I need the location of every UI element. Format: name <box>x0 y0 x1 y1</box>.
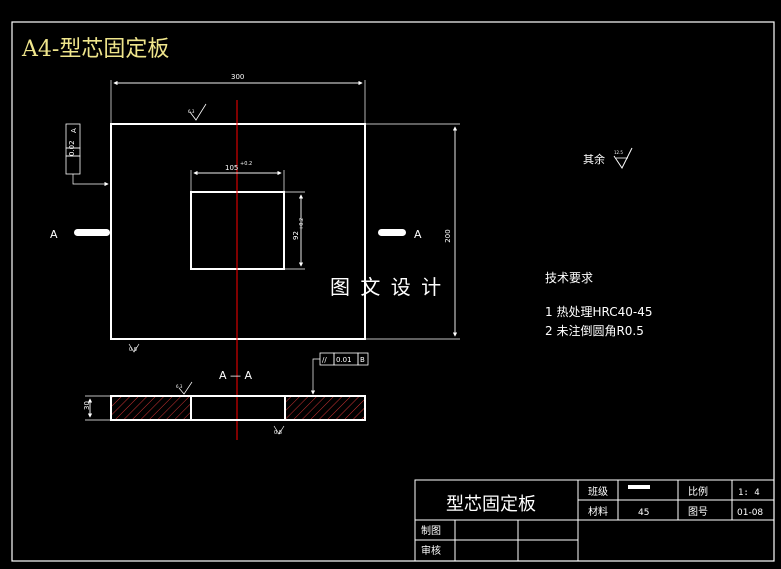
rest-finish-label: 其余 <box>583 152 605 166</box>
hole-width-dimension: 105 +0.2 <box>190 161 285 192</box>
svg-text:0.8: 0.8 <box>274 430 282 436</box>
drawing-no-label: 图号 <box>688 506 708 518</box>
part-name: 型芯固定板 <box>446 494 536 515</box>
roughness-bottom-icon: 0.8 <box>128 343 140 353</box>
checked-label: 审核 <box>421 544 441 557</box>
requirements-heading: 技术要求 <box>545 271 593 285</box>
hole-height-dimension: 92 +0.2 <box>284 191 305 270</box>
section-right-label: A <box>414 228 422 241</box>
hole-height-value: 92 <box>292 231 300 240</box>
svg-text:6.3: 6.3 <box>176 384 183 389</box>
material-label: 材料 <box>588 505 608 518</box>
perpendicularity-value: 0.02 <box>68 140 76 156</box>
watermark-text: 图 文 设 计 <box>330 275 443 299</box>
roughness-section-bottom-icon: 0.8 <box>273 425 285 436</box>
drawing-no-value: 01-08 <box>737 508 763 518</box>
section-view-label: A — A <box>219 369 253 382</box>
technical-requirements: 技术要求 1 热处理HRC40-45 2 未注倒圆角R0.5 <box>545 271 652 338</box>
perpendicularity-frame: A 0.02 <box>65 123 109 187</box>
svg-text:12.5: 12.5 <box>614 150 623 155</box>
section-mark-right: A <box>378 228 422 241</box>
width-dimension: 300 <box>110 73 366 124</box>
plate-outline <box>110 123 366 340</box>
section-view <box>110 395 366 421</box>
parallelism-value: 0.01 <box>336 356 352 364</box>
title-block: 型芯固定板 班级 比例 1: 4 材料 45 图号 01-08 制图 审核 <box>414 479 775 562</box>
rest-finish-note: 其余 12.5 <box>583 147 633 169</box>
parallelism-frame: // 0.01 B <box>310 352 369 395</box>
parallelism-datum: B <box>360 356 365 364</box>
roughness-top-icon: 6.3 <box>188 103 207 121</box>
height-dimension: 200 <box>365 123 460 340</box>
section-thickness-dimension: 30 <box>83 395 111 421</box>
hole-width-tol: +0.2 <box>240 161 252 167</box>
perpendicularity-datum: A <box>70 128 78 133</box>
hole-width-value: 105 <box>225 164 238 172</box>
requirement-item-2: 2 未注倒圆角R0.5 <box>545 323 644 338</box>
drawing-title: A4-型芯固定板 <box>21 37 169 62</box>
ratio-label: 比例 <box>688 485 708 498</box>
level-label: 班级 <box>588 486 608 498</box>
svg-text:6.3: 6.3 <box>188 109 195 114</box>
ratio-value: 1: 4 <box>738 488 760 498</box>
height-value: 200 <box>444 229 452 242</box>
drawn-label: 制图 <box>421 524 441 537</box>
roughness-section-icon: 6.3 <box>176 381 193 395</box>
material-value: 45 <box>638 508 649 518</box>
parallelism-symbol: // <box>322 356 327 364</box>
section-left-label: A <box>50 228 58 241</box>
hole-height-tol: +0.2 <box>299 218 305 230</box>
section-thickness-value: 30 <box>83 401 91 410</box>
section-mark-left: A <box>50 228 110 241</box>
drawing-border <box>11 21 775 562</box>
width-value: 300 <box>231 73 244 81</box>
requirement-item-1: 1 热处理HRC40-45 <box>545 305 652 319</box>
